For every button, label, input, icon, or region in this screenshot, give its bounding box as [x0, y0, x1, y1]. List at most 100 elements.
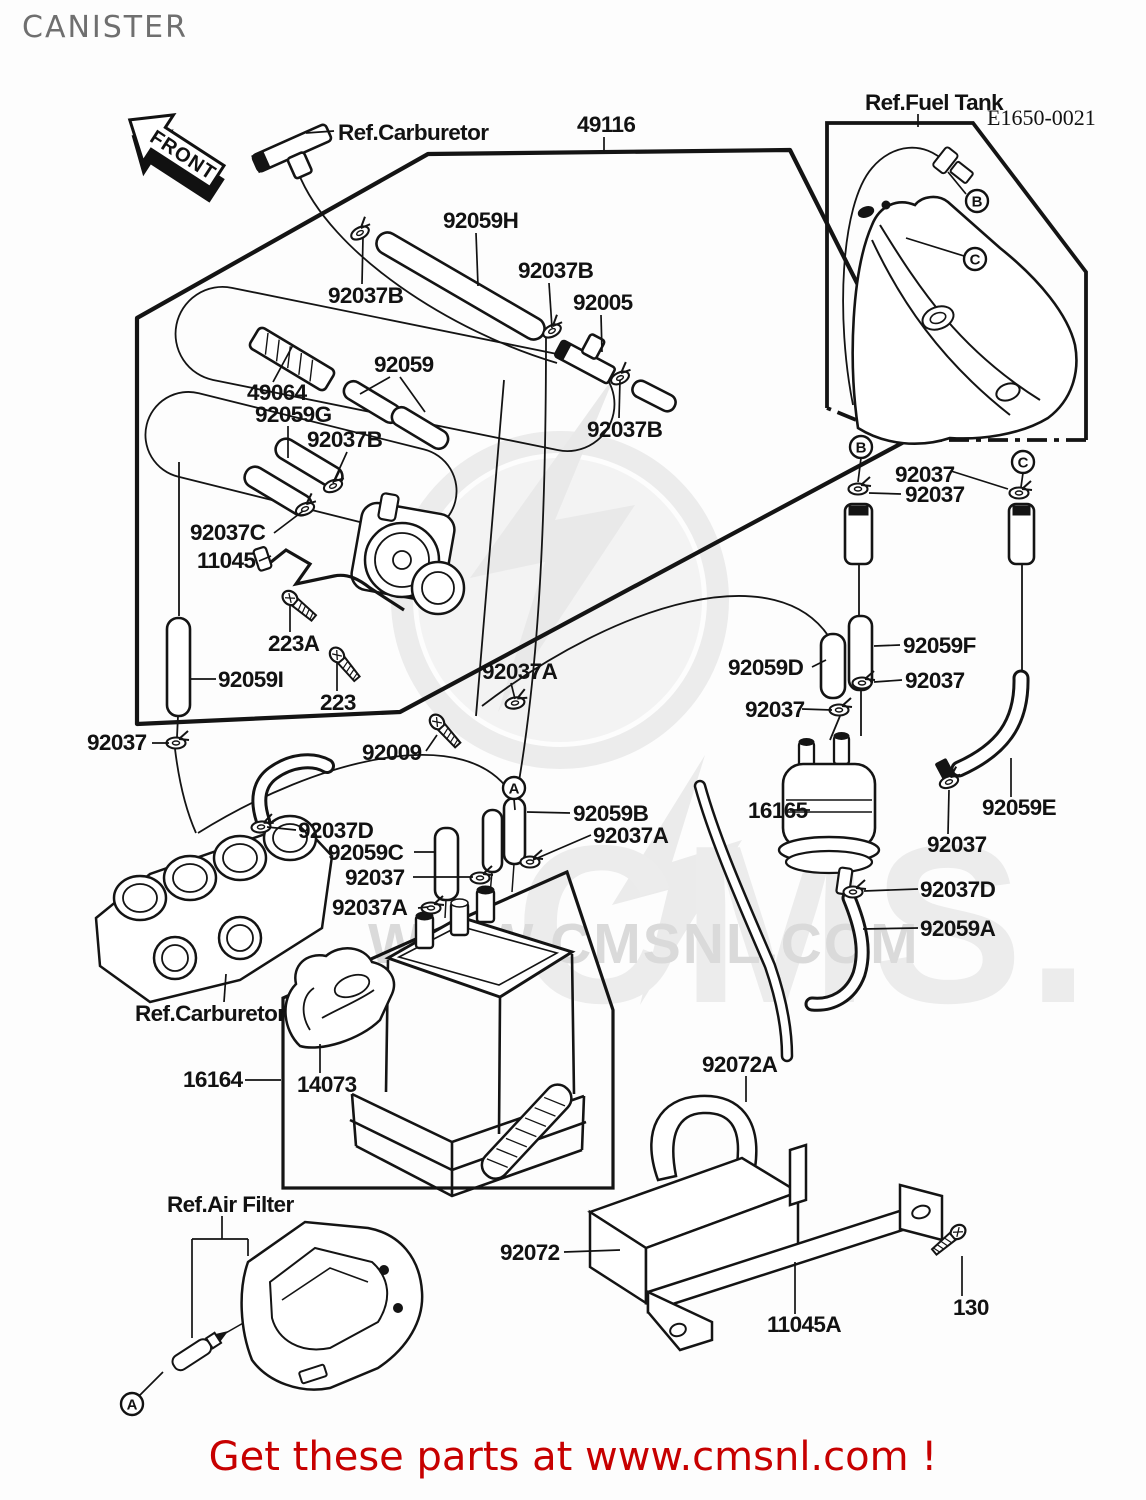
tank-fuel-line — [842, 146, 947, 406]
marker-letter-a: A — [127, 1397, 138, 1414]
canister-port — [414, 914, 435, 950]
leader-line — [223, 973, 227, 1003]
leader-line — [563, 1249, 621, 1253]
label-92037: 92037 — [745, 697, 805, 722]
leader-line — [873, 644, 901, 647]
leader-line — [305, 130, 335, 134]
leader-line — [618, 379, 621, 419]
label-49116: 49116 — [577, 112, 635, 137]
label-92059g: 92059G — [255, 402, 332, 427]
label-92037d: 92037D — [920, 877, 996, 902]
fuel-tank-boundary-dash — [826, 406, 1086, 442]
hose-line — [475, 379, 505, 717]
carburetor-drawing — [94, 814, 334, 1004]
hose-line — [829, 564, 862, 741]
label-92059h: 92059H — [443, 208, 518, 233]
hose-line — [174, 462, 197, 834]
leader-line — [801, 708, 833, 711]
label-92059: 92059 — [374, 352, 434, 377]
leader-line — [526, 811, 571, 814]
marker-letter-b: B — [972, 194, 983, 211]
marker-circle-a — [119, 1391, 145, 1417]
hose-92059E — [953, 672, 1027, 775]
leader-line — [266, 826, 297, 831]
leader-line — [273, 510, 304, 534]
footer-ad-text: Get these parts at www.cmsnl.com ! — [208, 1434, 938, 1480]
leader-line — [947, 789, 950, 835]
clamp-icon — [469, 864, 495, 885]
canister-drawing — [349, 885, 587, 1198]
label-92059a: 92059A — [920, 916, 996, 941]
label-ref-air-filter: Ref.Air Filter — [167, 1192, 294, 1217]
fuel-tank-boundary — [825, 121, 1088, 440]
hose-line — [516, 337, 547, 794]
hose-92059A — [807, 893, 867, 1009]
clamp-icon — [828, 696, 854, 717]
page-title: CANISTER — [22, 10, 188, 45]
label-16164: 16164 — [183, 1067, 244, 1092]
label-92059d: 92059D — [728, 655, 804, 680]
fitting-92005 — [554, 333, 616, 385]
marker-letter-c: C — [970, 252, 981, 269]
label-92037b: 92037B — [518, 258, 594, 283]
carb-hose-line — [297, 171, 558, 364]
label-ref-fuel-tank: Ref.Fuel Tank — [865, 90, 1004, 115]
leader-line — [600, 314, 603, 353]
clamp-icon — [344, 215, 376, 244]
label-92037: 92037 — [87, 730, 147, 755]
leader-line — [475, 232, 479, 287]
label-92037: 92037 — [895, 462, 955, 487]
front-arrow-icon — [127, 113, 227, 190]
label-92037a: 92037A — [332, 895, 408, 920]
label-92059c: 92059C — [328, 840, 404, 865]
canister-port — [475, 888, 496, 924]
label-49064: 49064 — [247, 380, 308, 405]
label-11045: 11045 — [197, 548, 255, 573]
screw-icon — [278, 586, 320, 625]
leader-line — [950, 470, 1009, 490]
label-92037a: 92037A — [593, 823, 669, 848]
hose-92059D — [819, 632, 847, 700]
label-92059e: 92059E — [982, 795, 1057, 820]
label-e1650-0021: E1650-0021 — [987, 105, 1096, 130]
label-ref-carburetor: Ref.Carburetor — [338, 120, 489, 145]
hoses-drawing — [480, 669, 1030, 1180]
leader-line — [361, 236, 364, 285]
label-92072a: 92072A — [702, 1052, 778, 1077]
marker-circle-c — [1010, 449, 1036, 475]
leader-line — [947, 171, 967, 195]
marker-circle-b — [964, 188, 990, 214]
hose-92059 — [390, 405, 450, 451]
label-92009: 92009 — [362, 740, 422, 765]
leader-line — [811, 659, 827, 668]
leader-line — [258, 555, 272, 562]
leader-line — [857, 457, 862, 483]
hose-92059F — [847, 614, 874, 692]
label-223a: 223A — [268, 631, 320, 656]
leader-line — [532, 834, 592, 861]
air-filter-drawing — [240, 1220, 424, 1391]
label-92037d: 92037D — [298, 818, 374, 843]
label-92005: 92005 — [573, 290, 633, 315]
label-92037c: 92037C — [190, 520, 266, 545]
label-11045a: 11045A — [767, 1312, 841, 1337]
hose-routing-lines — [144, 146, 1023, 1343]
pump-16165 — [777, 732, 881, 896]
label-16165: 16165 — [748, 798, 808, 823]
hatched-hose — [480, 1083, 573, 1180]
carburetor-tee-fitting — [251, 123, 333, 180]
leader-line — [272, 344, 294, 383]
label-92037b: 92037B — [587, 417, 663, 442]
leader-line — [873, 679, 903, 683]
leader-lines — [138, 114, 1024, 1397]
leader-line — [548, 282, 553, 329]
hose-92059I — [165, 616, 192, 718]
leader-line — [425, 734, 438, 752]
label-92059f: 92059F — [903, 633, 976, 658]
leader-line — [863, 888, 919, 892]
label-92037: 92037 — [905, 482, 965, 507]
part-labels: Ref.Carburetor 49116 Ref.Fuel TankE1650-00… — [87, 90, 1096, 1337]
